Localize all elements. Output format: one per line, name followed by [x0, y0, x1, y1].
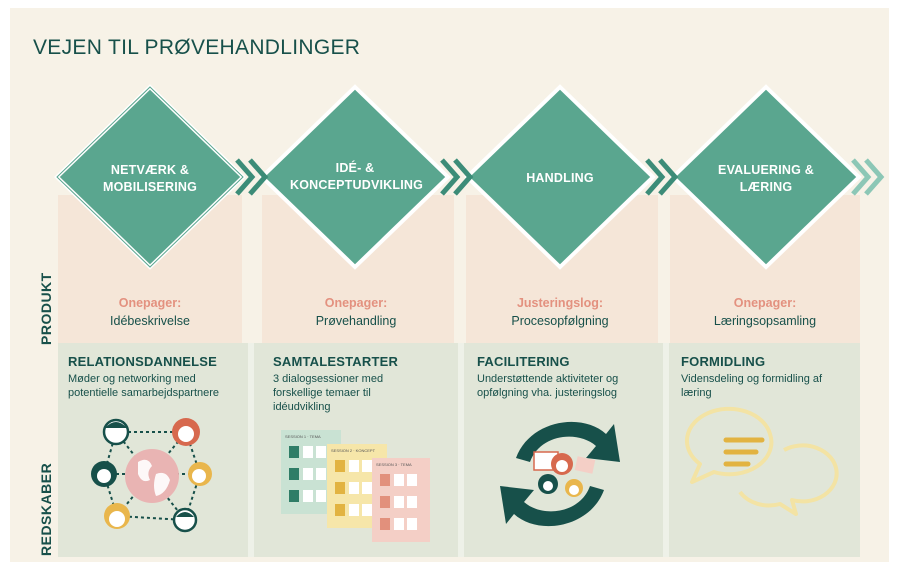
stage-diamond-4 [670, 84, 862, 270]
product-kind: Onepager: [324, 296, 388, 310]
column-divider [458, 343, 464, 557]
product-3: Justeringslog: Procesopfølgning [460, 294, 660, 330]
chevron-arrow-icon [851, 158, 885, 196]
chevron-arrow-icon [645, 158, 679, 196]
tool-desc-4: Vidensdeling og formidling af læring [681, 373, 823, 399]
svg-text:SESSION 2 · KONCEPT: SESSION 2 · KONCEPT [331, 448, 376, 453]
product-4: Onepager: Læringsopsamling [665, 294, 865, 330]
product-doc: Procesopfølgning [511, 314, 609, 328]
stage-label-line: LÆRING [739, 180, 793, 194]
stage-label-line: MOBILISERING [102, 180, 198, 194]
tool-title-1: RELATIONSDANNELSE [68, 354, 218, 369]
chevron-arrow-icon [235, 158, 269, 196]
stage-label-line: HANDLING [526, 171, 594, 185]
stage-label-1: NETVÆRK & MOBILISERING [90, 162, 210, 196]
speech-bubbles-icon [685, 406, 839, 516]
stage-label-line: EVALUERING & [718, 163, 814, 177]
stage-diamond-3 [464, 84, 656, 270]
svg-text:SESSION 1 · TEMA: SESSION 1 · TEMA [285, 434, 321, 439]
stage-label-line: NETVÆRK & [110, 163, 190, 177]
product-kind: Justeringslog: [516, 296, 604, 310]
stage-label-3: HANDLING [500, 170, 620, 187]
tool-title-2: SAMTALESTARTER [273, 354, 399, 369]
chevron-arrow-icon [440, 158, 474, 196]
svg-text:SESSION 3 · TEMA: SESSION 3 · TEMA [376, 462, 412, 467]
tool-desc-2: 3 dialogsessioner med forskellige temaer… [273, 373, 384, 413]
tool-title-3: FACILITERING [477, 354, 570, 369]
cycle-arrows-illustration [500, 421, 620, 527]
product-doc: Idébeskrivelse [110, 314, 190, 328]
product-kind: Onepager: [733, 296, 797, 310]
column-divider [248, 343, 254, 557]
stage-label-line: KONCEPTUDVIKLING [290, 178, 424, 192]
column-divider [663, 343, 669, 557]
page-title: VEJEN TIL PRØVEHANDLINGER [33, 36, 361, 59]
product-kind: Onepager: [118, 296, 182, 310]
product-doc: Læringsopsamling [713, 314, 817, 328]
stage-label-line: IDÉ- & [335, 161, 375, 175]
product-2: Onepager: Prøvehandling [256, 294, 456, 330]
tool-desc-3: Understøttende aktiviteter og opfølgning… [477, 373, 619, 399]
stage-diamond-2 [259, 84, 451, 270]
conversation-cards-illustration: SESSION 1 · TEMA SESSION 2 · KONCEPT SES… [281, 430, 430, 542]
product-1: Onepager: Idébeskrivelse [50, 294, 250, 330]
stage-label-4: EVALUERING & LÆRING [706, 162, 826, 196]
tool-desc-1: Møder og networking med potentielle sama… [68, 373, 220, 399]
stage-label-2: IDÉ- & KONCEPTUDVIKLING [290, 160, 424, 194]
stage-diamond-1 [54, 84, 246, 270]
product-doc: Prøvehandling [315, 314, 397, 328]
tool-title-4: FORMIDLING [681, 354, 766, 369]
network-illustration [91, 418, 212, 533]
